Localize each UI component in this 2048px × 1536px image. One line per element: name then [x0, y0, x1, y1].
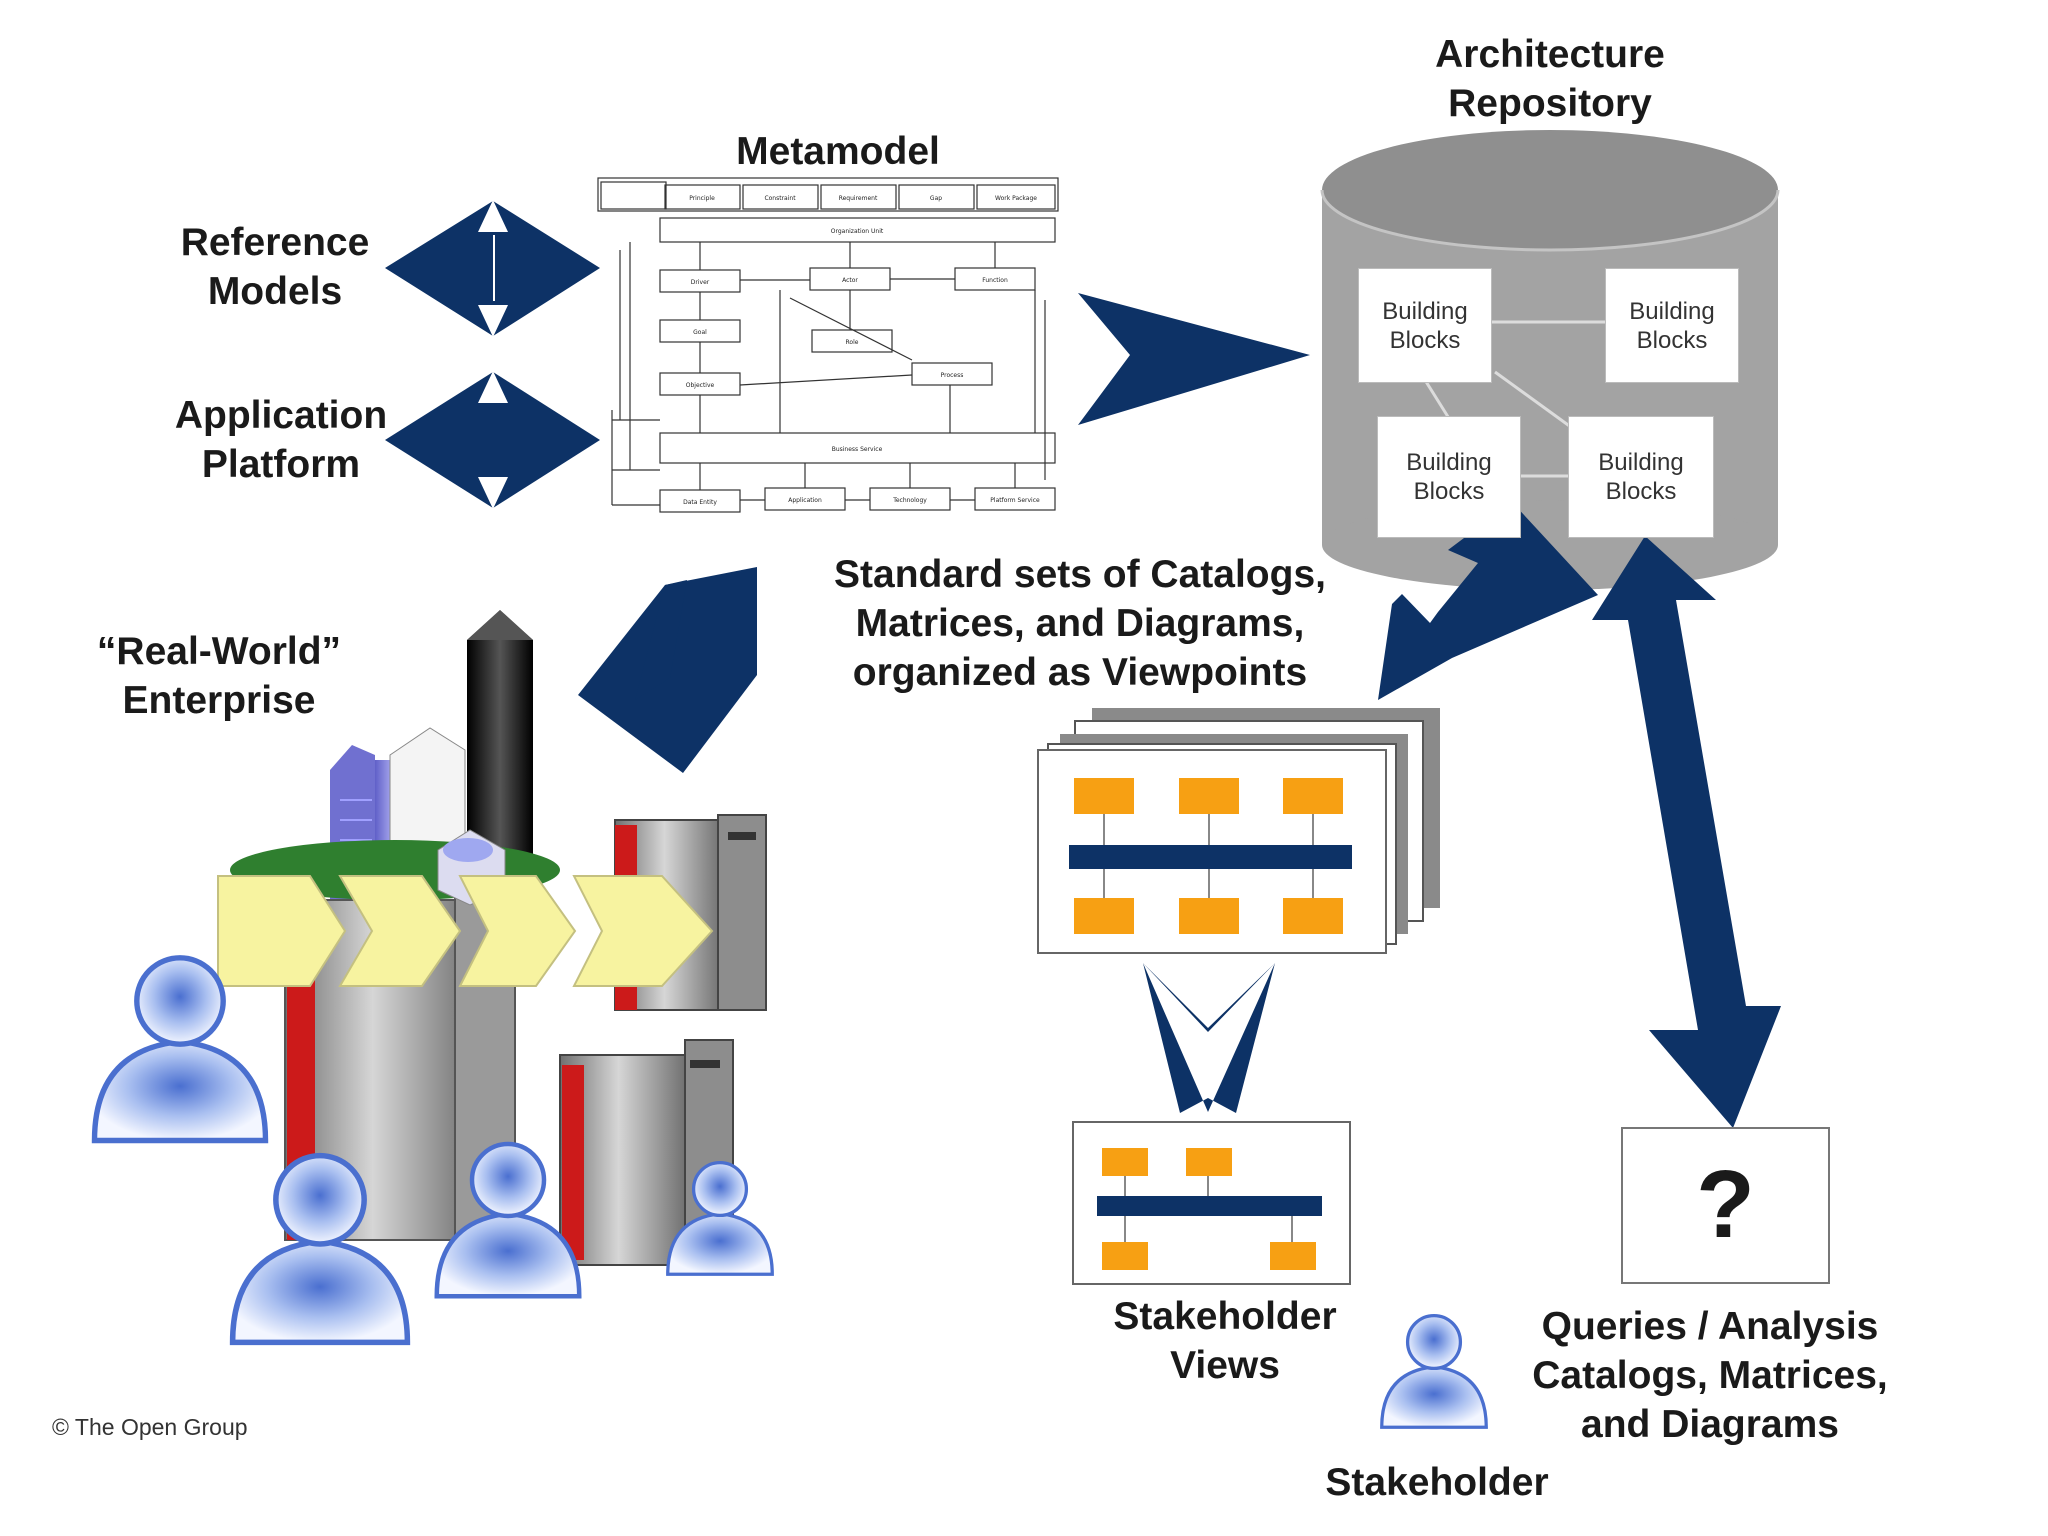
building-block-2: Building Blocks [1605, 268, 1739, 383]
svg-text:Goal: Goal [693, 329, 707, 336]
double-arrow-reference-models-icon [385, 200, 600, 337]
svg-text:Requirement: Requirement [839, 195, 878, 202]
label-architecture-repository: Architecture Repository [1435, 33, 1665, 125]
building-block-3: Building Blocks [1377, 416, 1521, 538]
building-block-4: Building Blocks [1568, 416, 1714, 538]
double-arrow-application-platform-icon [385, 371, 600, 509]
svg-text:Role: Role [846, 339, 859, 346]
label-application-platform: Application Platform [174, 394, 388, 486]
svg-text:Application: Application [788, 497, 822, 504]
query-question-mark: ? [1696, 1151, 1755, 1258]
svg-text:Technology: Technology [892, 497, 927, 504]
svg-text:Principle: Principle [689, 195, 715, 202]
svg-text:Constraint: Constraint [764, 195, 796, 202]
svg-text:Gap: Gap [930, 195, 942, 202]
svg-text:Data Entity: Data Entity [683, 499, 717, 506]
label-metamodel: Metamodel [736, 130, 940, 173]
svg-text:Work Package: Work Package [995, 195, 1037, 202]
right-arrow-to-repository-icon [1078, 293, 1310, 425]
svg-text:Organization Unit: Organization Unit [831, 228, 884, 235]
stakeholder-view-box [1072, 1121, 1351, 1285]
building-block-1: Building Blocks [1358, 268, 1492, 383]
down-left-arrow-to-viewpoints-icon [1378, 502, 1598, 700]
enterprise-illustration [95, 610, 774, 1342]
process-chevrons [217, 875, 714, 987]
label-standard-sets: Standard sets of Catalogs, Matrices, and… [834, 553, 1326, 694]
server-icon [559, 1039, 734, 1266]
down-arrow-to-views-icon [1143, 963, 1275, 1113]
query-box [1621, 1127, 1830, 1284]
label-reference-models: Reference Models [180, 221, 370, 313]
double-arrow-repository-query-icon [1592, 536, 1781, 1128]
svg-text:Function: Function [982, 277, 1008, 284]
stakeholder-person-icon [1380, 1313, 1488, 1429]
label-real-world-enterprise: “Real-World” Enterprise [96, 630, 342, 722]
svg-text:Business Service: Business Service [832, 446, 883, 453]
svg-text:Driver: Driver [691, 279, 710, 286]
label-stakeholder: Stakeholder [1325, 1461, 1549, 1504]
black-tower-icon [467, 610, 533, 880]
svg-text:Process: Process [941, 372, 964, 379]
label-queries-analysis: Queries / Analysis Catalogs, Matrices, a… [1532, 1305, 1888, 1446]
svg-text:Objective: Objective [686, 382, 715, 389]
svg-text:Actor: Actor [842, 277, 858, 284]
copyright-notice: © The Open Group [52, 1414, 248, 1440]
viewpoint-stack [1037, 708, 1440, 954]
metamodel-diagram: Organization Unit Business Service Drive… [597, 177, 1059, 513]
svg-text:Platform Service: Platform Service [990, 497, 1040, 504]
label-stakeholder-views: Stakeholder Views [1113, 1295, 1337, 1387]
